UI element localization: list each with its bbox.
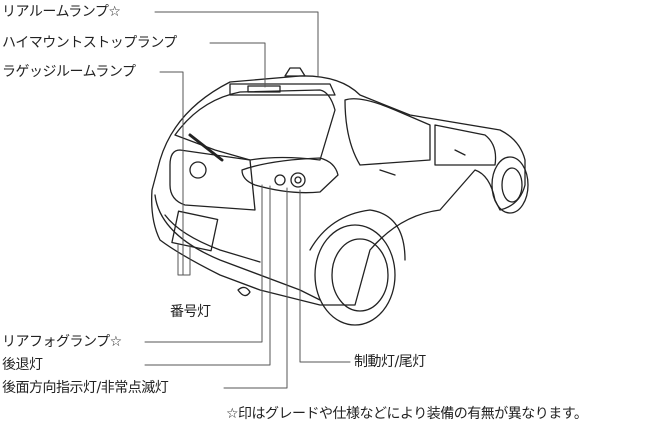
rear-wheel-arch	[309, 209, 406, 261]
front-wheel	[491, 156, 529, 214]
front-wheel-rim	[501, 167, 523, 203]
label-turn-hazard-lamp: 後面方向指示灯/非常点滅灯	[2, 380, 169, 396]
leader-backup-lamp	[144, 185, 271, 366]
exhaust	[237, 286, 251, 297]
leader-luggage-room-lamp	[159, 71, 184, 276]
tail-lamp	[241, 157, 339, 194]
license-plate-area	[171, 210, 219, 252]
label-license-plate-lamp: 番号灯	[170, 304, 211, 320]
bumper-crease	[164, 214, 261, 263]
rear-wheel-rim	[331, 238, 389, 312]
label-backup-lamp: 後退灯	[2, 357, 43, 373]
leader-rear-room-lamp	[154, 11, 319, 77]
wiper	[188, 133, 224, 162]
side-window-rear	[434, 124, 497, 166]
tail-lamp-bulb	[274, 174, 286, 186]
tail-lamp-ring-outer	[290, 172, 306, 188]
leader-rear-fog-lamp	[144, 184, 263, 343]
car-body-outline	[151, 75, 526, 306]
label-high-mount-stop-lamp: ハイマウントストップランプ	[2, 35, 177, 51]
label-rear-fog-lamp: リアフォグランプ☆	[2, 334, 122, 350]
high-mount-stop-lamp	[247, 85, 281, 93]
tailgate	[169, 149, 256, 211]
leader-lines	[144, 11, 351, 389]
leader-brake-tail-lamp	[299, 189, 351, 363]
roof-antenna	[284, 67, 306, 77]
rear-wheel	[314, 224, 396, 326]
leader-high-mount-stop-lamp	[209, 42, 266, 88]
label-rear-room-lamp: リアルームランプ☆	[2, 4, 121, 20]
emblem	[189, 161, 207, 179]
door-handles	[379, 149, 466, 176]
side-window	[344, 98, 431, 166]
label-luggage-room-lamp: ラゲッジルームランプ	[2, 64, 136, 80]
tail-lamp-ring-inner	[294, 176, 302, 184]
rear-bumper	[154, 194, 321, 301]
rear-window	[174, 89, 336, 161]
leader-license-plate-lamp	[177, 244, 191, 276]
footnote: ☆印はグレードや仕様などにより装備の有無が異なります。	[226, 406, 588, 422]
leader-turn-hazard-lamp	[223, 187, 288, 389]
label-brake-tail-lamp: 制動灯/尾灯	[354, 354, 426, 370]
roof-spoiler	[229, 83, 336, 96]
